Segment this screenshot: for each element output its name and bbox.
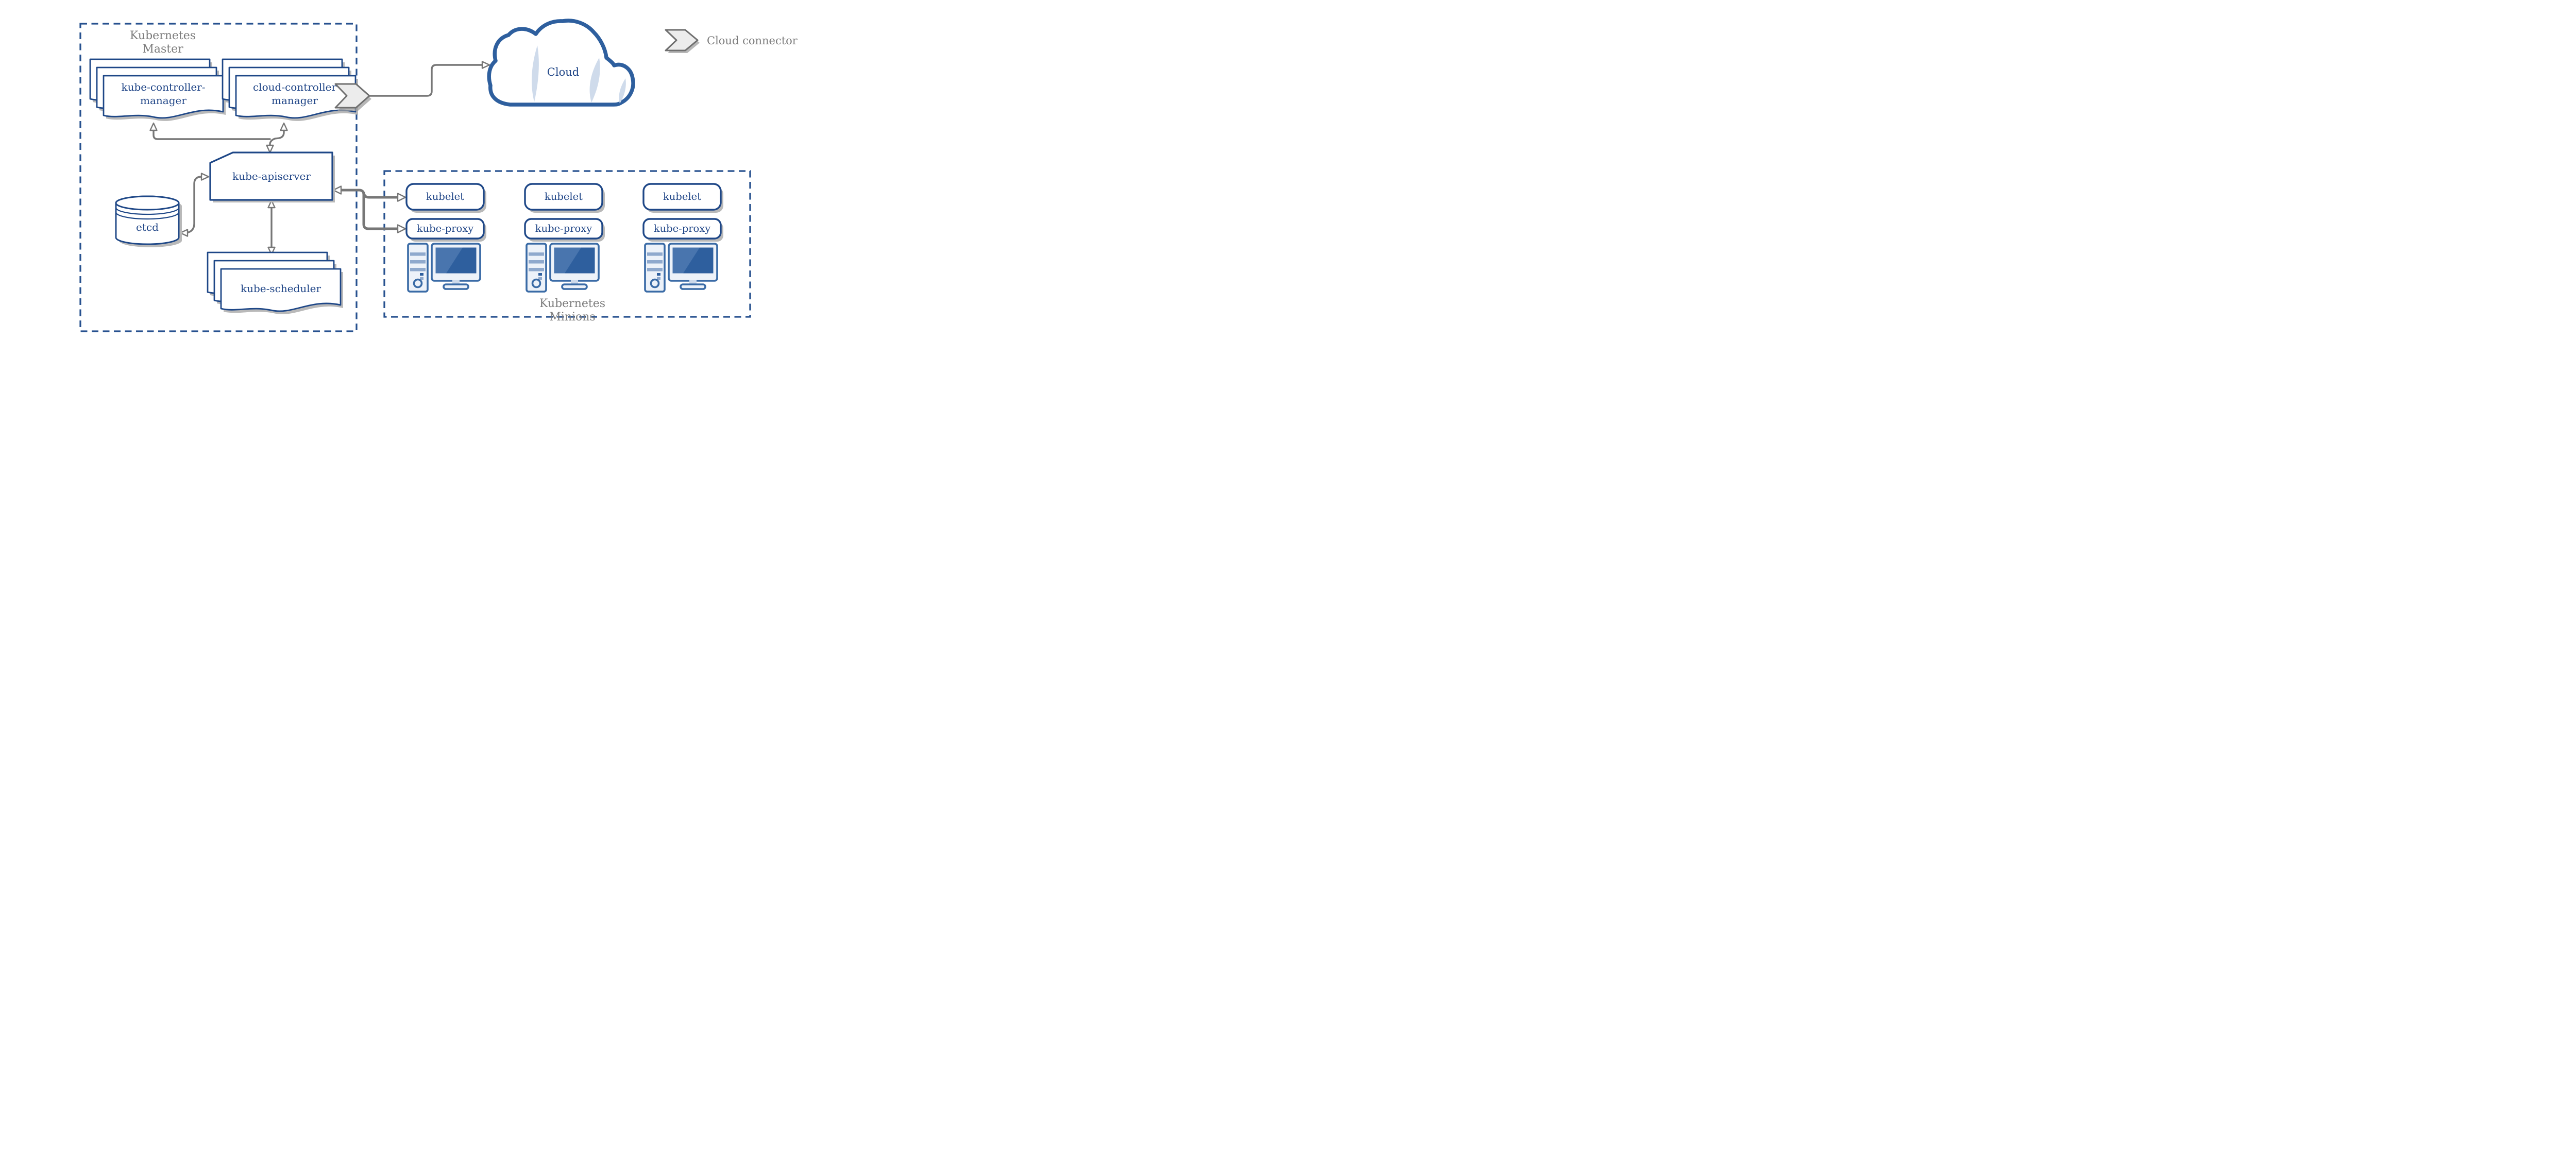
kube-proxy-box [405,218,485,240]
minion-column [524,183,605,293]
minions-title-line2: Minions [549,311,596,324]
minions-title: Kubernetes Minions [539,297,605,324]
cloud-shape [487,19,635,107]
kube-apiserver-node [209,151,335,202]
computer-icon [526,243,600,293]
cloud-controller-manager-label: cloud-controller manager [252,81,337,107]
kube-controller-manager-label: kube-controller- manager [121,81,206,107]
kubelet-box [405,183,485,211]
master-title-line1: Kubernetes [129,29,196,42]
kubelet-box [642,183,722,211]
kube-proxy-label: kube-proxy [653,223,711,234]
computer-icon [644,243,718,293]
cloud-connector-arrow [367,61,490,97]
master-title: Kubernetes Master [130,29,196,56]
kube-proxy-label: kube-proxy [535,223,592,234]
kube-proxy-box [642,218,722,240]
controllers-apiserver-arrow [149,122,288,154]
apiserver-scheduler-arrow [267,199,276,256]
etcd-node [115,195,182,247]
minions-title-line1: Kubernetes [539,297,606,310]
etcd-label: etcd [136,221,159,233]
apiserver-minions-arrow [332,185,406,233]
cloud-label: Cloud [547,66,580,78]
diagram-shapes-layer [79,19,751,332]
master-boundary [79,23,358,332]
kube-proxy-label: kube-proxy [416,223,474,234]
kube-scheduler-label: kube-scheduler [240,282,321,295]
kubelet-label: kubelet [663,191,702,202]
kubelet-box [524,183,603,211]
etcd-apiserver-arrow [179,173,210,237]
minion-column [642,183,723,293]
minion-column [405,183,486,293]
legend-chevron-icon [665,29,701,54]
master-title-line2: Master [142,43,183,56]
kube-apiserver-label: kube-apiserver [232,170,311,182]
kubernetes-architecture-diagram: Kubernetes Master kube-controller- manag… [0,0,808,349]
kubelet-label: kubelet [426,191,465,202]
legend-label: Cloud connector [707,35,798,47]
computer-icon [407,243,481,293]
kubelet-label: kubelet [544,191,583,202]
kube-proxy-box [524,218,603,240]
minions-boundary [383,170,751,318]
